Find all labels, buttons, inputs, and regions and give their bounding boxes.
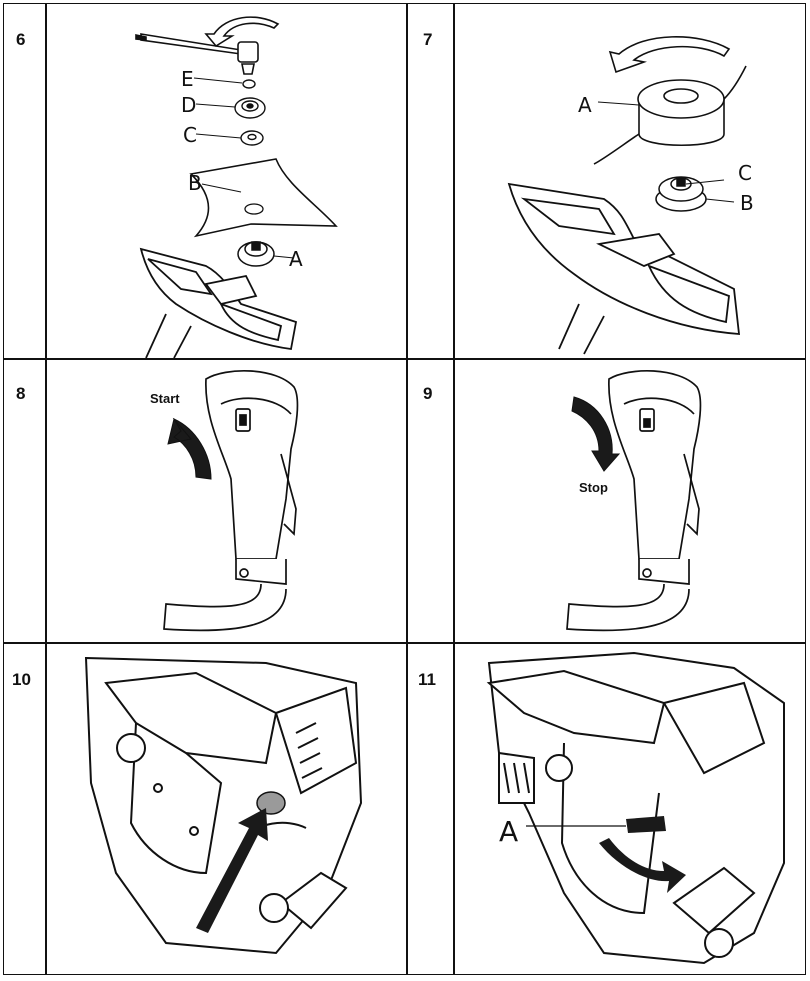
push-arrow-icon <box>196 808 268 933</box>
grid-divider <box>45 4 47 974</box>
part-label-c: C <box>183 123 197 147</box>
step-number: 7 <box>423 30 433 49</box>
blade-assembly-illustration: E D C B A <box>135 16 338 359</box>
step-number: 11 <box>418 670 436 689</box>
rotate-arrow-icon <box>608 36 731 74</box>
grid-divider <box>406 4 408 974</box>
part-label-b: B <box>188 171 202 195</box>
figure-grid: 6 7 8 9 10 11 E D <box>3 3 806 975</box>
part-label-a: A <box>578 93 592 117</box>
part-label-c: C <box>738 161 752 185</box>
choke-lever <box>626 816 666 833</box>
handle-start-illustration: Start <box>150 369 299 632</box>
grid-divider <box>4 358 805 360</box>
part-label-e: E <box>181 67 194 91</box>
rotate-arrow-icon <box>599 838 686 893</box>
step-number: 10 <box>12 670 31 689</box>
choke-lever-illustration: A <box>486 651 785 965</box>
part-label-a: A <box>289 247 303 271</box>
spool-assembly-illustration: A C B <box>507 36 754 355</box>
engine-button-illustration <box>84 656 363 955</box>
start-caption: Start <box>150 391 180 406</box>
handle-stop-illustration: Stop <box>566 369 702 632</box>
step-number: 6 <box>16 30 26 49</box>
primer-button <box>256 791 286 815</box>
step-number: 8 <box>16 384 26 403</box>
grid-divider <box>4 642 805 644</box>
step-number: 9 <box>423 384 433 403</box>
start-arrow-icon <box>167 417 212 480</box>
part-label-b: B <box>740 191 754 215</box>
stop-arrow-icon <box>571 396 621 472</box>
rotate-arrow-icon <box>204 16 280 48</box>
part-label-a: A <box>499 815 518 848</box>
stop-caption: Stop <box>579 480 608 495</box>
part-label-d: D <box>181 93 196 117</box>
grid-divider <box>453 4 455 974</box>
